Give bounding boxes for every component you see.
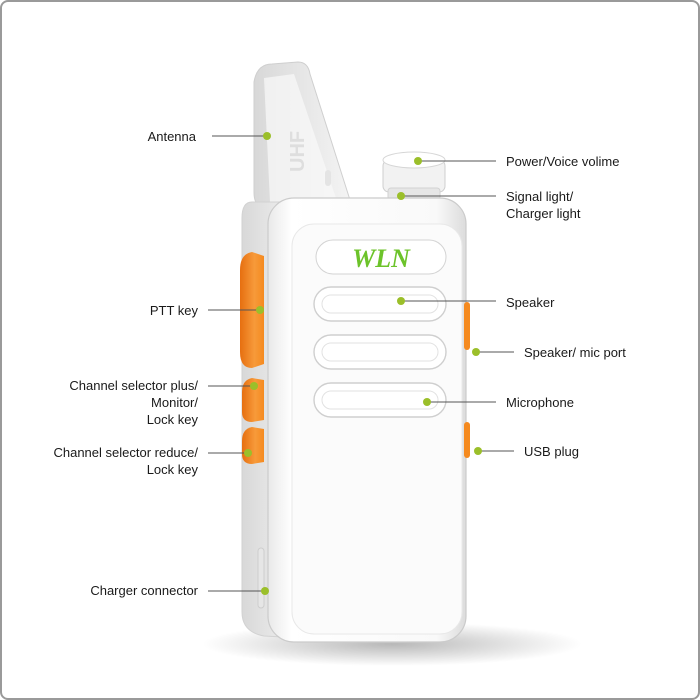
callout-lines (208, 135, 514, 592)
channel-reduce-key (242, 427, 264, 464)
label-ptt-key: PTT key (149, 303, 198, 318)
label-microphone: Microphone (506, 395, 574, 410)
label-speaker: Speaker (506, 295, 555, 310)
charger-port (257, 547, 265, 609)
logo-plate (315, 239, 447, 275)
label-antenna: Antenna (147, 129, 196, 144)
label-charger-connector: Charger connector (90, 583, 198, 598)
label-speaker-mic-port: Speaker/ mic port (524, 345, 626, 360)
label-signal-light: Signal light/ Charger light (506, 189, 581, 221)
antenna-marking: UHF (287, 131, 309, 172)
label-channel-reduce: Channel selector reduce/ Lock key (53, 445, 198, 477)
label-usb-plug: USB plug (524, 444, 579, 459)
grille-slot-2 (313, 334, 447, 370)
grille-slot-1 (313, 286, 447, 322)
callout-dots (244, 132, 482, 595)
brand-logo: WLN (352, 244, 411, 273)
channel-plus-key (242, 378, 264, 422)
power-volume-knob (382, 151, 446, 201)
label-channel-plus: Channel selector plus/ Monitor/ Lock key (69, 378, 198, 427)
label-power-volume: Power/Voice volime (506, 154, 620, 169)
